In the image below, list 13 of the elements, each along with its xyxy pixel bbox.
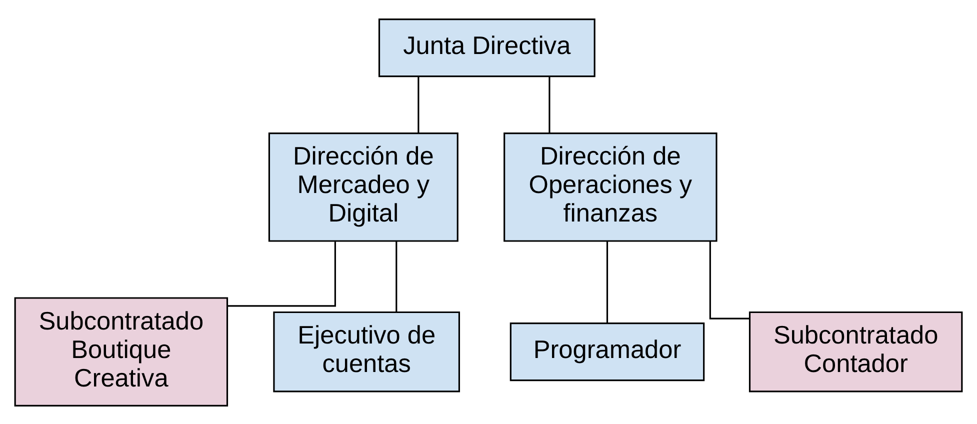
node-box: Dirección de Mercadeo y Digital <box>268 132 458 242</box>
node-box: Subcontratado Contador <box>748 310 963 392</box>
connector <box>396 240 398 312</box>
node-box: Junta Directiva <box>378 18 596 77</box>
connector <box>709 240 750 319</box>
node-box: Programador <box>510 322 705 381</box>
node-box: Dirección de Operaciones y finanzas <box>504 132 718 242</box>
connector <box>228 241 336 306</box>
node-box: Subcontratado Boutique Creativa <box>14 296 228 406</box>
node-box: Ejecutivo de cuentas <box>273 310 460 392</box>
connector <box>418 76 420 132</box>
connector <box>548 76 550 132</box>
connector <box>606 240 608 323</box>
